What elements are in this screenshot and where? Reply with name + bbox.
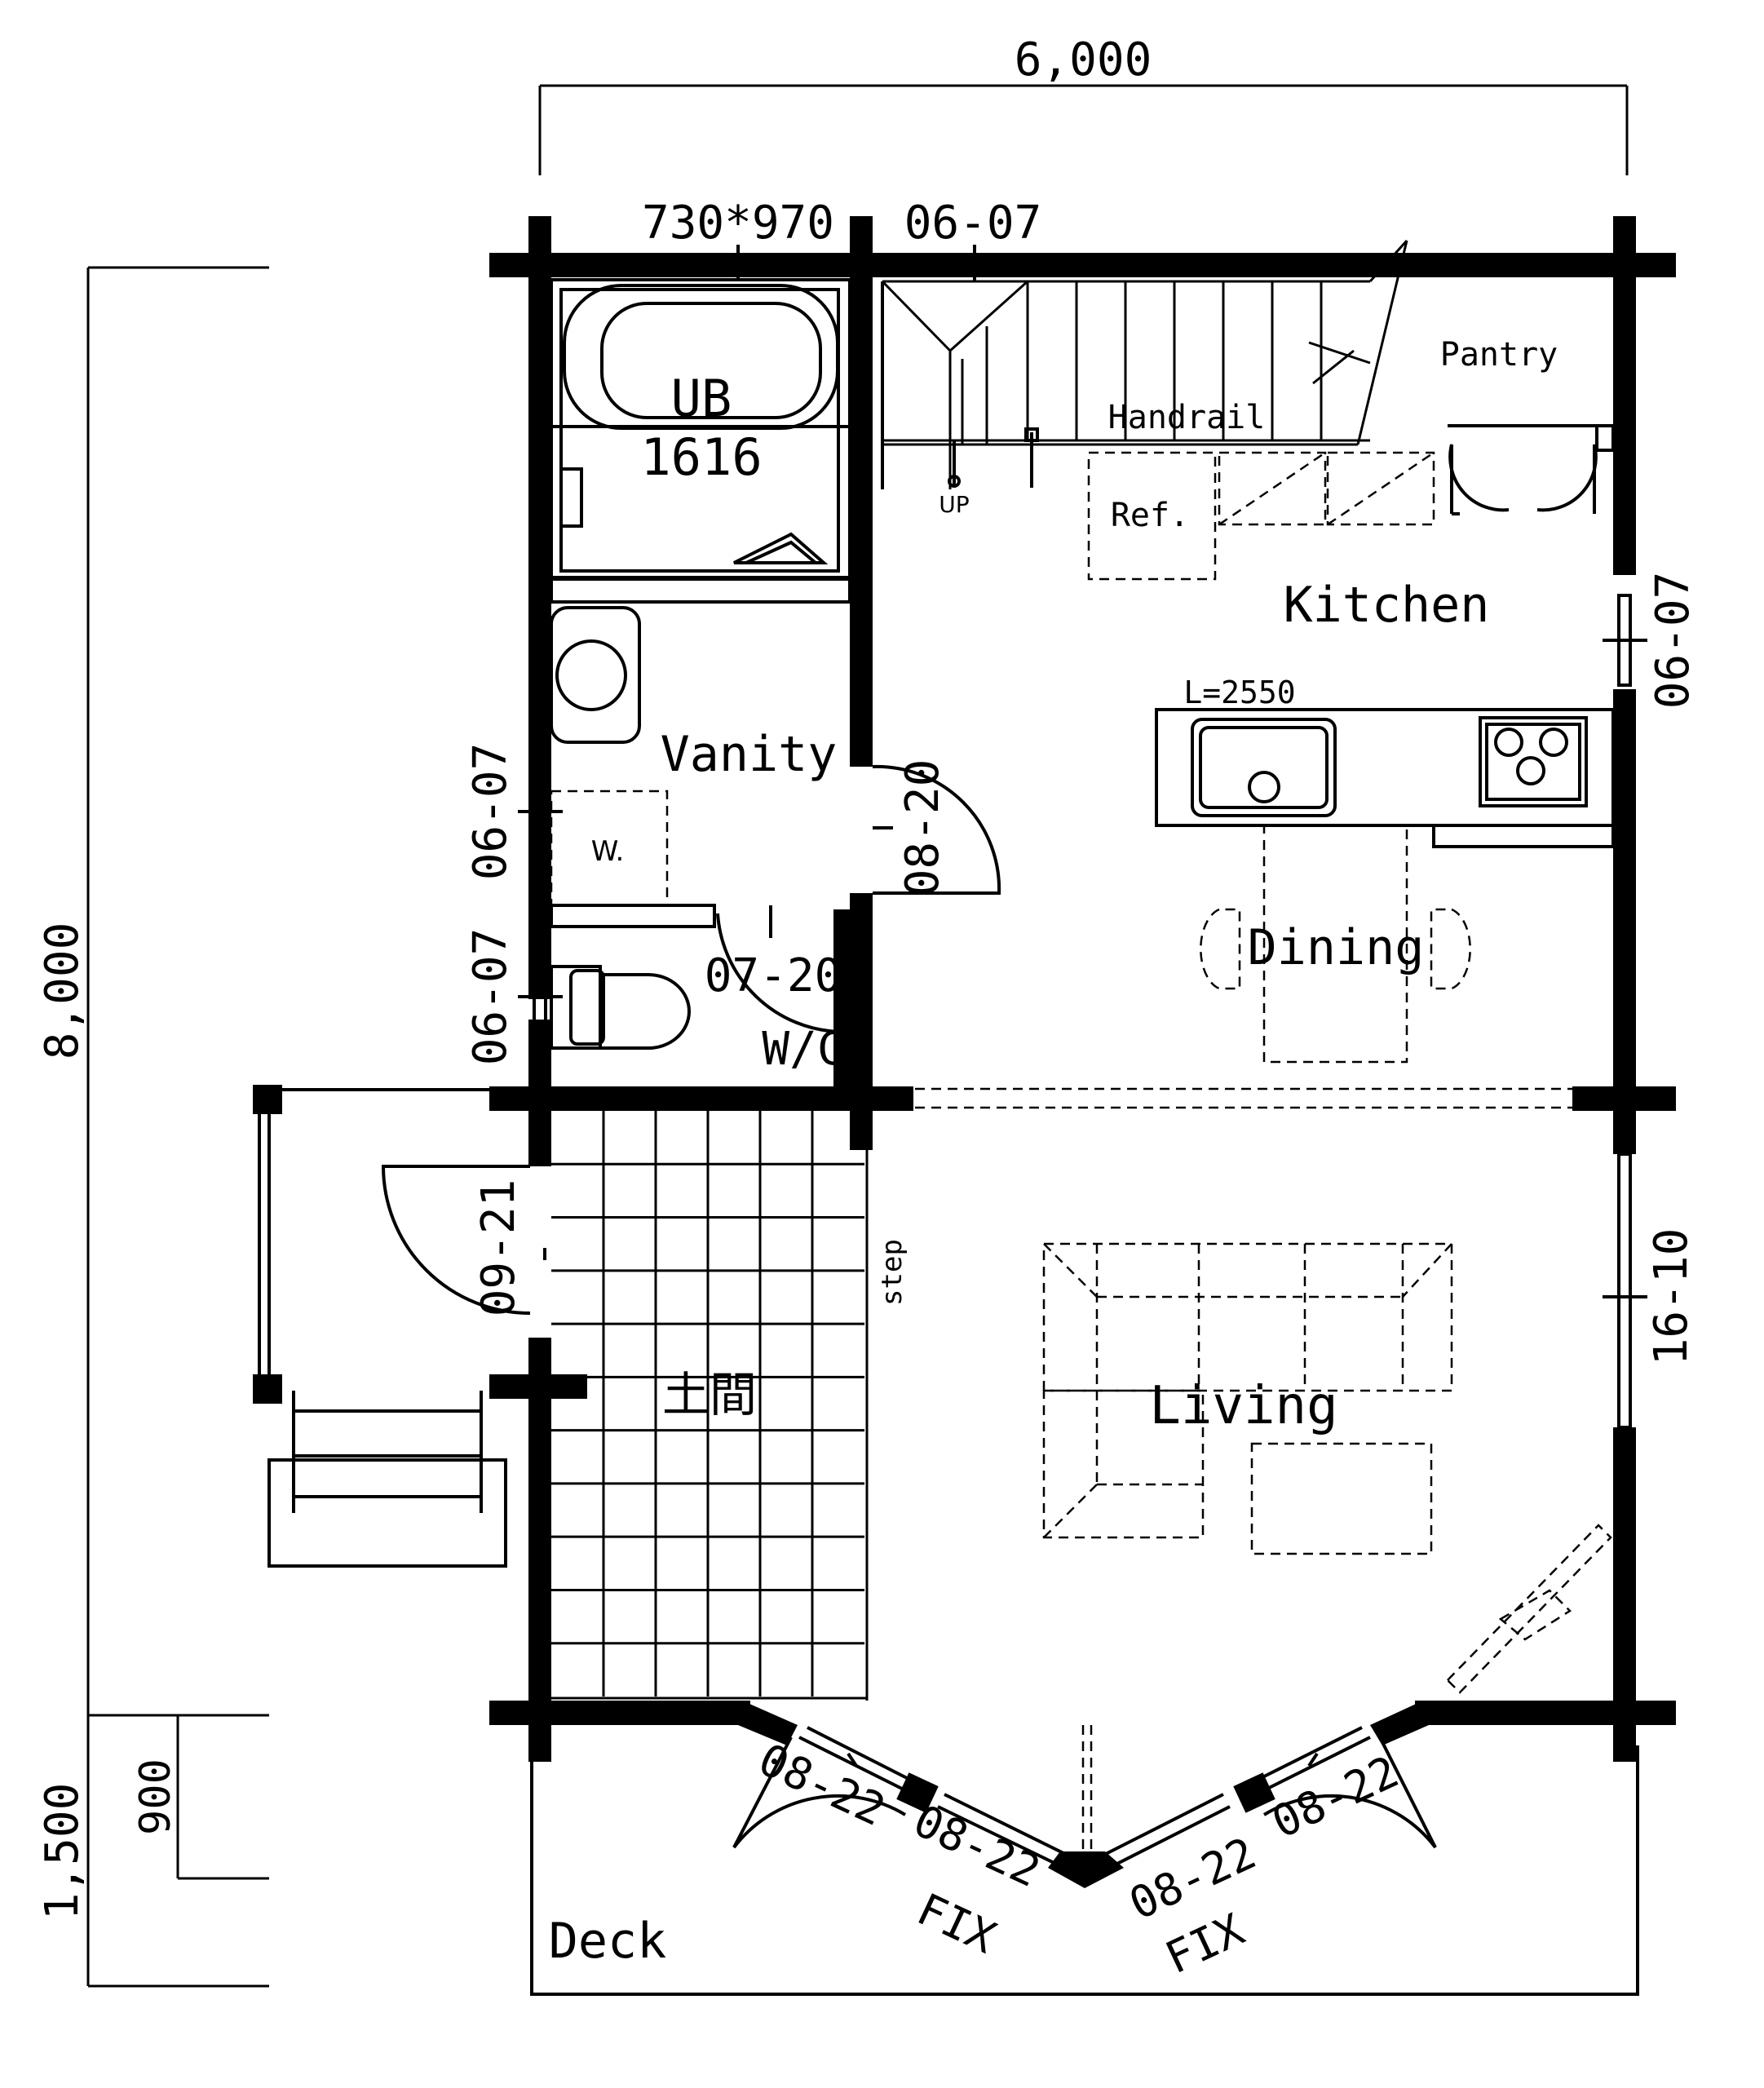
wc-window-label: 06-07 <box>464 928 517 1066</box>
bath-size-label: 1616 <box>640 427 762 487</box>
living-label: Living <box>1149 1376 1337 1436</box>
kitchen-window-label: 06-07 <box>1647 572 1700 710</box>
wc-label: W/C <box>762 1023 844 1076</box>
bath-window-label: 730*970 <box>642 197 834 250</box>
wc-door-label: 07-20 <box>705 949 842 1002</box>
deck-outline <box>530 1745 1639 1996</box>
living-furniture <box>1042 1242 1612 1694</box>
living-window-label: 16-10 <box>1645 1228 1698 1366</box>
deck-sub-dimension: 900 <box>131 1758 180 1835</box>
step-label: step <box>876 1239 909 1306</box>
entry-door-label: 09-21 <box>472 1179 525 1317</box>
ref-label: Ref. <box>1111 497 1189 534</box>
vanity-window-label: 06-07 <box>464 743 517 881</box>
dimension-lines <box>86 84 1629 1988</box>
width-dimension: 6,000 <box>1015 33 1152 86</box>
up-label: UP <box>939 491 969 518</box>
vanity-fixtures <box>550 606 669 907</box>
fix-left-label: FIX <box>909 1883 1003 1964</box>
walls <box>489 216 1676 1762</box>
counter-length-label: L=2550 <box>1183 675 1295 710</box>
vanity-door-label: 08-20 <box>896 759 949 897</box>
fix-right-code-label: 08-22 <box>1121 1827 1263 1930</box>
deck-label: Deck <box>549 1913 667 1970</box>
vanity-label: Vanity <box>661 726 838 783</box>
depth-dimension: 8,000 <box>36 922 89 1060</box>
stairs <box>881 239 1408 489</box>
kitchen-label: Kitchen <box>1284 577 1490 634</box>
deck-door-right-label: 08-22 <box>1264 1745 1406 1848</box>
dining-label: Dining <box>1248 919 1425 976</box>
bath-unit <box>550 278 851 579</box>
porch <box>253 1085 507 1568</box>
bath-label: UB <box>671 369 732 428</box>
doma-tiles <box>551 1111 864 1696</box>
dining-set <box>915 824 1572 1109</box>
handrail-label: Handrail <box>1108 399 1266 436</box>
windows <box>518 245 1647 1429</box>
deck-depth-dimension: 1,500 <box>36 1783 89 1921</box>
wc-fixtures <box>550 965 691 1050</box>
north-window-label: 06-07 <box>904 197 1042 250</box>
washer-label: W. <box>591 835 625 868</box>
pantry-label: Pantry <box>1440 336 1558 374</box>
doors <box>381 764 1437 1888</box>
doma-label: 土間 <box>662 1367 757 1422</box>
